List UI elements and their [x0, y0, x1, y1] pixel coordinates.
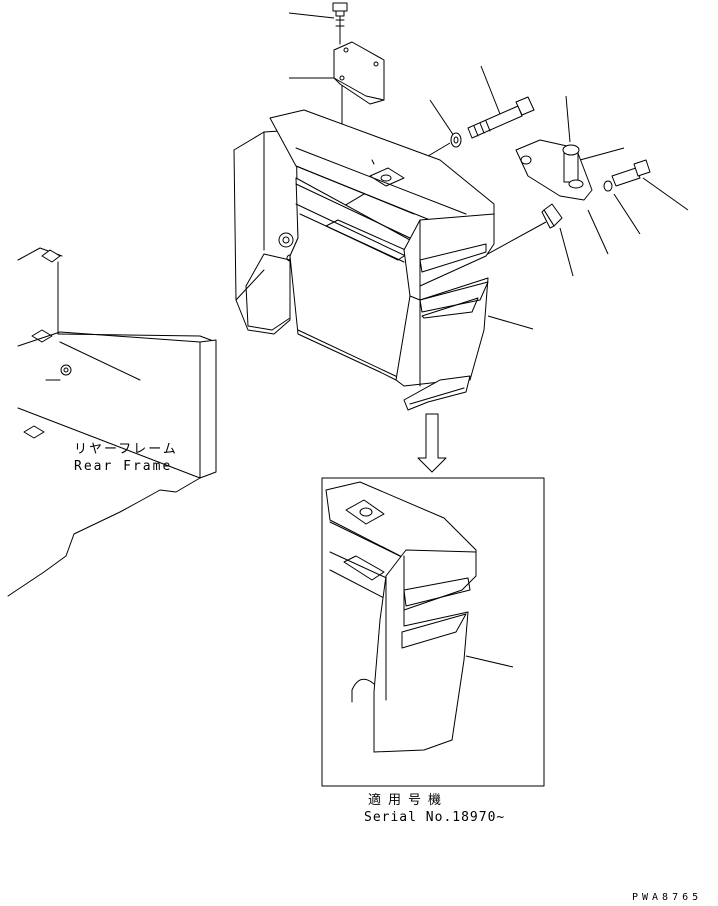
small-washer-icon	[603, 180, 613, 192]
rear-frame-label-en: Rear Frame	[74, 459, 173, 474]
leader-inset-counterweight	[465, 655, 514, 668]
drawing-code: PWA8765	[632, 892, 703, 903]
washer-icon	[450, 132, 462, 148]
serial-note-label-en: Serial No.18970~	[364, 810, 506, 825]
bracket-icon	[515, 139, 593, 201]
top-plate-icon	[333, 41, 385, 141]
inset-counterweight-icon	[325, 481, 477, 753]
small-bolt-icon	[611, 159, 651, 187]
leader-counterweight	[487, 315, 534, 330]
top-bolt-icon	[332, 2, 348, 45]
leader-bracket-lower	[587, 209, 609, 255]
leader-small-washer	[613, 193, 641, 235]
square-nut-icon	[541, 203, 563, 229]
callout-leaders	[288, 12, 689, 668]
serial-note-label-jp: 適用号機	[368, 793, 449, 808]
inset-frame	[321, 477, 545, 787]
leader-top-bolt	[288, 12, 335, 19]
long-bolt-icon	[467, 96, 535, 139]
leader-washer	[429, 99, 455, 137]
leader-bracket	[565, 95, 571, 143]
rear-frame-icon	[7, 247, 217, 597]
rear-frame-label-jp: リヤーフレーム	[74, 442, 178, 457]
leader-long-bolt	[480, 65, 501, 115]
leader-square-nut	[559, 227, 574, 277]
leader-bracket-pin	[579, 147, 625, 161]
down-arrow-icon	[417, 413, 447, 473]
leader-small-bolt	[642, 177, 689, 211]
nut-axis	[483, 221, 547, 257]
counterweight-icon	[233, 109, 495, 411]
